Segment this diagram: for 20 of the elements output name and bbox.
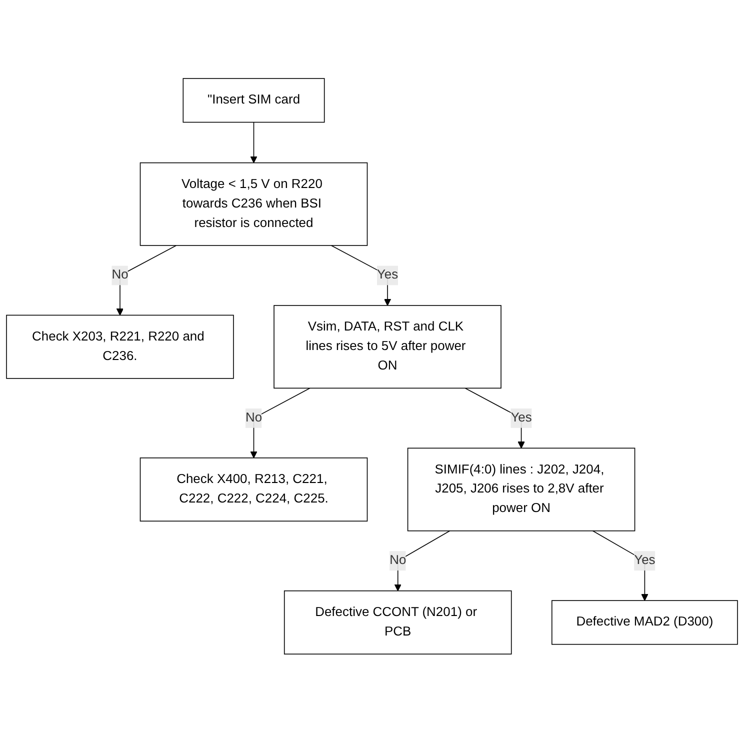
arrow <box>330 244 392 306</box>
arrow <box>250 387 310 458</box>
node-box: Defective CCONT (N201) or PCB <box>284 590 512 654</box>
edge-label: Yes <box>510 410 532 424</box>
node-box: Check X400, R213, C221, C222, C222, C224, C225. <box>140 457 368 522</box>
node-box: Voltage < 1,5 V on R220 towards C236 when BSI resistor is connected <box>140 162 368 246</box>
edge-label: No <box>245 410 262 424</box>
arrow <box>116 244 177 316</box>
node-box: Defective MAD2 (D300) <box>552 600 738 644</box>
node-box: Vsim, DATA, RST and CLK lines rises to 5V after power ON <box>274 304 502 388</box>
node-box: SIMIF(4:0) lines : J202, J204, J205, J206 rises to 2,8V after power ON <box>407 447 636 531</box>
edge-label: Yes <box>376 268 398 282</box>
edge-label: Yes <box>634 553 656 568</box>
arrow <box>592 530 648 601</box>
edge-label: No <box>390 553 406 568</box>
arrow <box>250 122 258 163</box>
arrow <box>394 530 450 591</box>
node-box: "Insert SIM card <box>182 78 325 122</box>
edge-label: No <box>112 268 128 282</box>
node-box: Check X203, R221, R220 and C236. <box>6 314 234 379</box>
